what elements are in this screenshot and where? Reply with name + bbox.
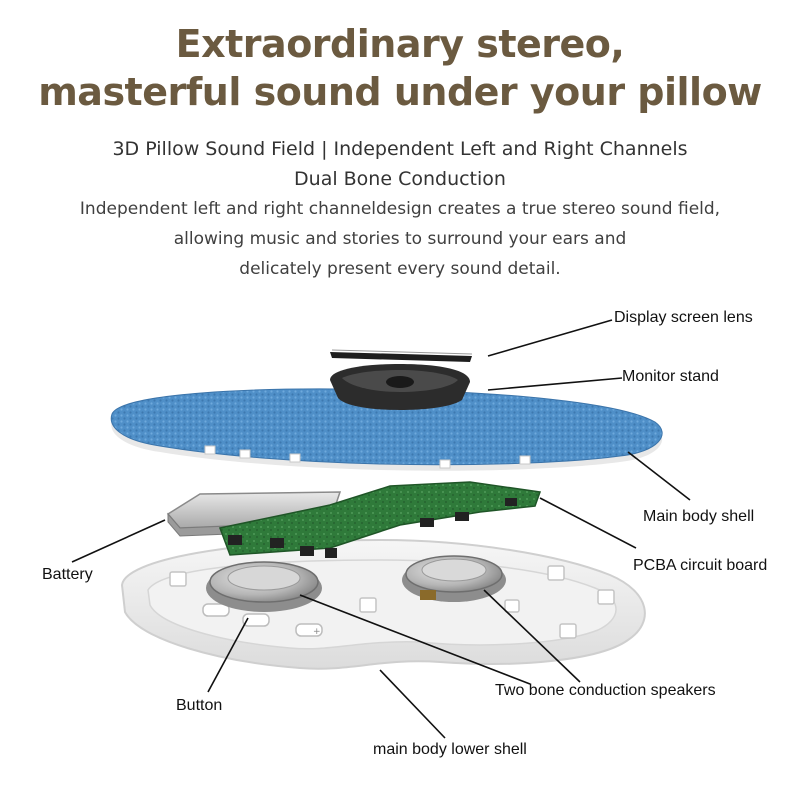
description-line-1: Independent left and right channeldesign… — [79, 199, 721, 219]
speaker-left — [206, 561, 322, 612]
pcba-board — [218, 481, 542, 558]
leader-lines — [71, 319, 691, 739]
description-line-3: delicately present every sound detail. — [239, 259, 561, 279]
headline-line-2: masterful sound under your pillow — [38, 70, 762, 114]
display-lens — [330, 349, 473, 362]
label-main-body-lower-shell: main body lower shell — [373, 741, 527, 758]
label-pcba-circuit-board: PCBA circuit board — [633, 557, 768, 574]
lower-shell — [120, 538, 646, 670]
label-button: Button — [176, 697, 223, 714]
buttons: + — [202, 603, 323, 637]
label-two-bone-conduction-speakers: Two bone conduction speakers — [495, 682, 716, 699]
headline-line-1: Extraordinary stereo, — [175, 22, 625, 66]
speaker-right — [402, 555, 506, 602]
main-body-shell — [110, 388, 663, 471]
label-monitor-stand: Monitor stand — [622, 368, 719, 385]
description-line-2: allowing music and stories to surround y… — [173, 229, 627, 249]
subheadline-line-1: 3D Pillow Sound Field | Independent Left… — [112, 138, 688, 160]
label-main-body-shell: Main body shell — [643, 508, 755, 525]
svg-text:+: + — [313, 627, 321, 637]
label-display-screen-lens: Display screen lens — [614, 309, 753, 326]
label-battery: Battery — [42, 566, 93, 583]
monitor-stand — [330, 364, 470, 410]
subheadline-line-2: Dual Bone Conduction — [294, 168, 506, 190]
